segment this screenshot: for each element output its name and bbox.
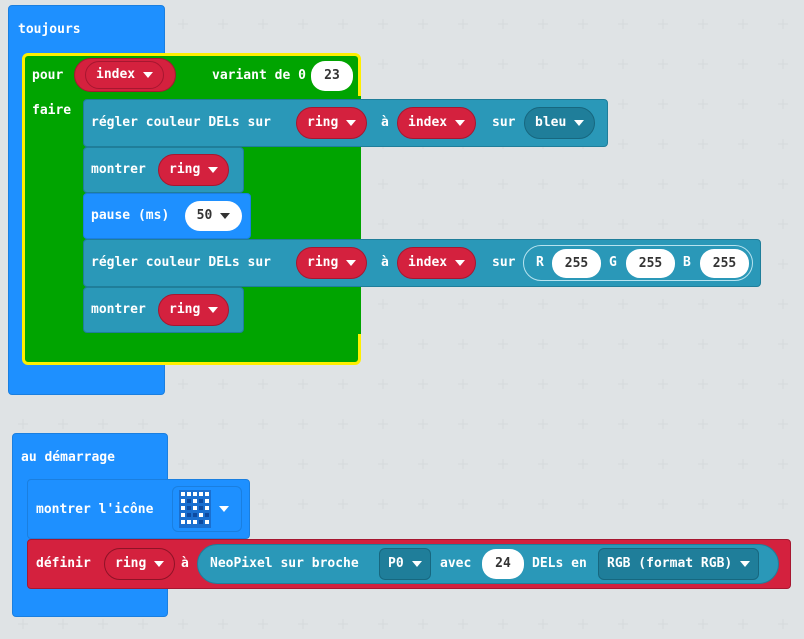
set-color-label: régler couleur DELs sur [91, 115, 272, 130]
leds-in-label: DELs en [532, 556, 587, 571]
show-label: montrer [91, 162, 146, 177]
blue-label: B [683, 255, 691, 270]
index-dropdown[interactable]: index [397, 107, 477, 139]
chevron-down-icon [208, 307, 219, 313]
mode-dropdown[interactable]: RGB (format RGB) [598, 548, 760, 580]
strip-dropdown[interactable]: ring [296, 107, 368, 139]
at-label: à [181, 556, 189, 571]
index-dropdown[interactable]: index [397, 247, 477, 279]
chevron-down-icon [154, 561, 165, 567]
pause-block[interactable] [83, 193, 251, 239]
chevron-down-icon [455, 120, 466, 126]
strip-dropdown[interactable]: ring [158, 294, 230, 326]
at-label: à [381, 255, 389, 270]
on-start-label: au démarrage [21, 450, 115, 465]
show-label: montrer [91, 302, 146, 317]
red-label: R [536, 255, 544, 270]
pause-duration-dropdown[interactable]: 50 [185, 201, 242, 231]
chevron-down-icon [219, 506, 229, 512]
red-value-input[interactable]: 255 [552, 249, 601, 278]
with-label: avec [440, 556, 472, 571]
loop-end-input[interactable]: 23 [311, 61, 353, 91]
chevron-down-icon [740, 561, 751, 567]
define-label: définir [36, 556, 91, 571]
do-label: faire [32, 103, 72, 118]
chevron-down-icon [455, 260, 466, 266]
led-pattern-icon [179, 490, 211, 528]
index-variable-dropdown[interactable]: index [74, 58, 176, 92]
for-label: pour [32, 68, 64, 83]
chevron-down-icon [346, 260, 357, 266]
blue-value-input[interactable]: 255 [700, 249, 749, 278]
pause-label: pause (ms) [91, 208, 170, 223]
chevron-down-icon [220, 213, 231, 219]
set-color-label: régler couleur DELs sur [91, 255, 272, 270]
range-text: variant de 0 à [212, 68, 322, 83]
chevron-down-icon [143, 72, 154, 78]
strip-dropdown[interactable]: ring [158, 154, 230, 186]
at-label: à [381, 115, 389, 130]
led-count-input[interactable]: 24 [482, 549, 524, 579]
green-value-input[interactable]: 255 [626, 249, 675, 278]
chevron-down-icon [411, 561, 422, 567]
chevron-down-icon [574, 120, 585, 126]
chevron-down-icon [208, 167, 219, 173]
show-icon-label: montrer l'icône [36, 502, 154, 517]
icon-dropdown[interactable] [172, 486, 242, 532]
strip-dropdown[interactable]: ring [296, 247, 368, 279]
neopixel-label: NeoPixel sur broche [210, 556, 359, 571]
color-dropdown[interactable]: bleu [524, 107, 596, 139]
on-label: sur [492, 115, 516, 130]
chevron-down-icon [346, 120, 357, 126]
on-label: sur [492, 255, 516, 270]
green-label: G [609, 255, 617, 270]
forever-label: toujours [18, 22, 81, 37]
index-variable-inner: index [85, 61, 165, 89]
ring-variable-dropdown[interactable]: ring [104, 548, 176, 580]
pin-dropdown[interactable]: P0 [379, 548, 431, 580]
